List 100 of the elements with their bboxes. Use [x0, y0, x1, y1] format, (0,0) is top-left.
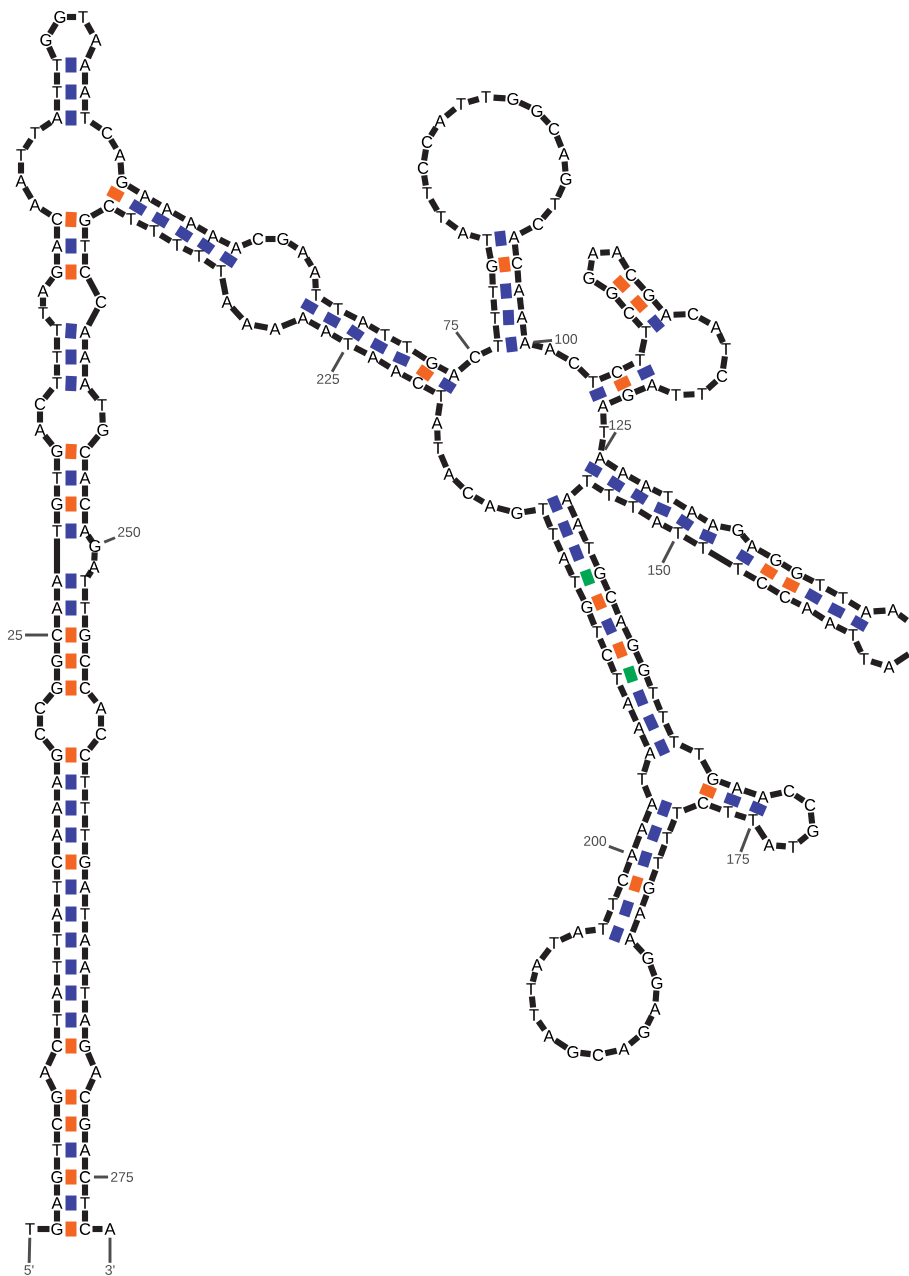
nucleotide-letter: A: [883, 661, 895, 673]
nucleotide-letter: G: [51, 682, 63, 694]
nucleotide-letter: T: [628, 501, 638, 513]
nucleotide-letter: G: [51, 445, 63, 457]
nucleotide-letter: C: [79, 749, 91, 761]
nucleotide-letter: T: [604, 489, 614, 501]
nucleotide-letter: C: [34, 702, 46, 714]
nucleotide-letter: G: [507, 93, 519, 105]
nucleotide-letter: G: [627, 639, 639, 651]
nucleotide-letter: T: [788, 841, 798, 853]
nucleotide-letter: T: [52, 324, 62, 336]
nucleotide-letter: T: [402, 341, 412, 353]
nucleotide-letter: A: [860, 606, 872, 618]
nucleotide-letter: A: [558, 148, 570, 160]
nucleotide-letter: A: [611, 246, 623, 258]
nucleotide-letter: T: [490, 312, 500, 324]
nucleotide-letter: A: [707, 519, 719, 531]
nucleotide-letter: T: [80, 575, 90, 587]
nucleotide-letter: A: [615, 615, 627, 627]
position-number: 200: [584, 836, 607, 846]
nucleotide-letter: T: [548, 528, 558, 540]
nucleotide-letter: A: [587, 247, 599, 259]
nucleotide-letter: A: [887, 604, 899, 616]
nucleotide-letter: T: [488, 286, 498, 298]
nucleotide-letter: A: [79, 934, 91, 946]
nucleotide-letter: G: [426, 357, 438, 369]
position-number: 5': [24, 1265, 34, 1275]
nucleotide-letter: G: [531, 105, 543, 117]
nucleotide-letter: T: [52, 1014, 62, 1026]
nucleotide-letter: C: [469, 351, 481, 363]
nucleotide-letter: C: [101, 127, 113, 139]
nucleotide-letter: G: [89, 540, 101, 552]
nucleotide-letter: C: [716, 370, 728, 382]
nucleotide-letter: T: [538, 503, 548, 515]
nucleotide-letter: A: [633, 722, 645, 734]
nucleotide-letter: T: [723, 806, 733, 818]
nucleotide-letter: A: [558, 552, 570, 564]
nucleotide-letter: A: [484, 500, 496, 512]
leader-line: [739, 827, 752, 853]
nucleotide-letter: C: [34, 728, 46, 740]
nucleotide-letter: T: [52, 377, 62, 389]
nucleotide-letter: G: [486, 260, 498, 272]
nucleotide-letter: T: [80, 829, 90, 841]
nucleotide-letter: G: [51, 1091, 63, 1103]
nucleotide-letter: T: [80, 776, 90, 788]
nucleotide-letter: T: [526, 983, 536, 995]
nucleotide-letter: G: [643, 882, 655, 894]
nucleotide-letter: G: [79, 214, 91, 226]
nucleotide-letter: A: [624, 933, 636, 945]
nucleotide-letter: T: [653, 857, 663, 869]
nucleotide-letter: T: [436, 390, 446, 402]
nucleotide-letter: T: [637, 773, 647, 785]
nucleotide-letter: A: [79, 525, 91, 537]
nucleotide-letter: A: [90, 34, 102, 46]
nucleotide-letter: C: [779, 591, 791, 603]
nucleotide-letter: A: [309, 266, 321, 278]
nucleotide-letter: A: [51, 908, 63, 920]
nucleotide-letter: G: [581, 601, 593, 613]
leader-line: [455, 331, 470, 350]
nucleotide-letter: T: [733, 563, 743, 575]
nucleotide-letter: A: [457, 227, 469, 239]
nucleotide-letter: T: [194, 250, 204, 262]
nucleotide-letter: C: [697, 797, 709, 809]
nucleotide-letter: A: [79, 472, 91, 484]
nucleotide-letter: T: [433, 442, 443, 454]
nucleotide-letter: A: [90, 1066, 102, 1078]
position-number: 225: [317, 374, 340, 384]
nucleotide-letter: A: [824, 617, 836, 629]
nucleotide-letter: G: [51, 1171, 63, 1183]
nucleotide-letter: C: [51, 629, 63, 641]
position-number: 175: [727, 854, 750, 864]
nucleotide-letter: G: [51, 1223, 63, 1235]
nucleotide-letter: G: [54, 11, 66, 23]
nucleotide-letter: C: [601, 649, 613, 661]
nucleotide-letter: C: [79, 1171, 91, 1183]
leader-line: [108, 1237, 112, 1263]
nucleotide-letter: A: [79, 326, 91, 338]
nucleotide-letter: T: [592, 626, 602, 638]
nucleotide-letter: C: [592, 1049, 604, 1061]
nucleotide-letter: C: [417, 162, 429, 174]
nucleotide-letter: T: [671, 389, 681, 401]
nucleotide-letter: C: [462, 487, 474, 499]
nucleotide-letter: A: [636, 823, 648, 835]
nucleotide-letter: A: [79, 881, 91, 893]
nucleotide-letter: A: [443, 468, 455, 480]
nucleotide-letter: A: [139, 190, 151, 202]
nucleotide-letter: G: [638, 664, 650, 676]
nucleotide-letter: G: [732, 524, 744, 536]
nucleotide-letter: A: [37, 285, 49, 297]
nucleotide-letter: A: [29, 199, 41, 211]
nucleotide-letter: A: [51, 829, 63, 841]
nucleotide-letter: T: [482, 234, 492, 246]
leader-line: [603, 431, 617, 451]
nucleotide-letter: A: [79, 378, 91, 390]
nucleotide-letter: T: [599, 426, 609, 438]
nucleotide-letter: A: [79, 351, 91, 363]
nucleotide-letter: A: [185, 217, 197, 229]
nucleotide-letter: G: [622, 389, 634, 401]
nucleotide-letter: A: [531, 959, 543, 971]
nucleotide-letter: C: [625, 269, 637, 281]
